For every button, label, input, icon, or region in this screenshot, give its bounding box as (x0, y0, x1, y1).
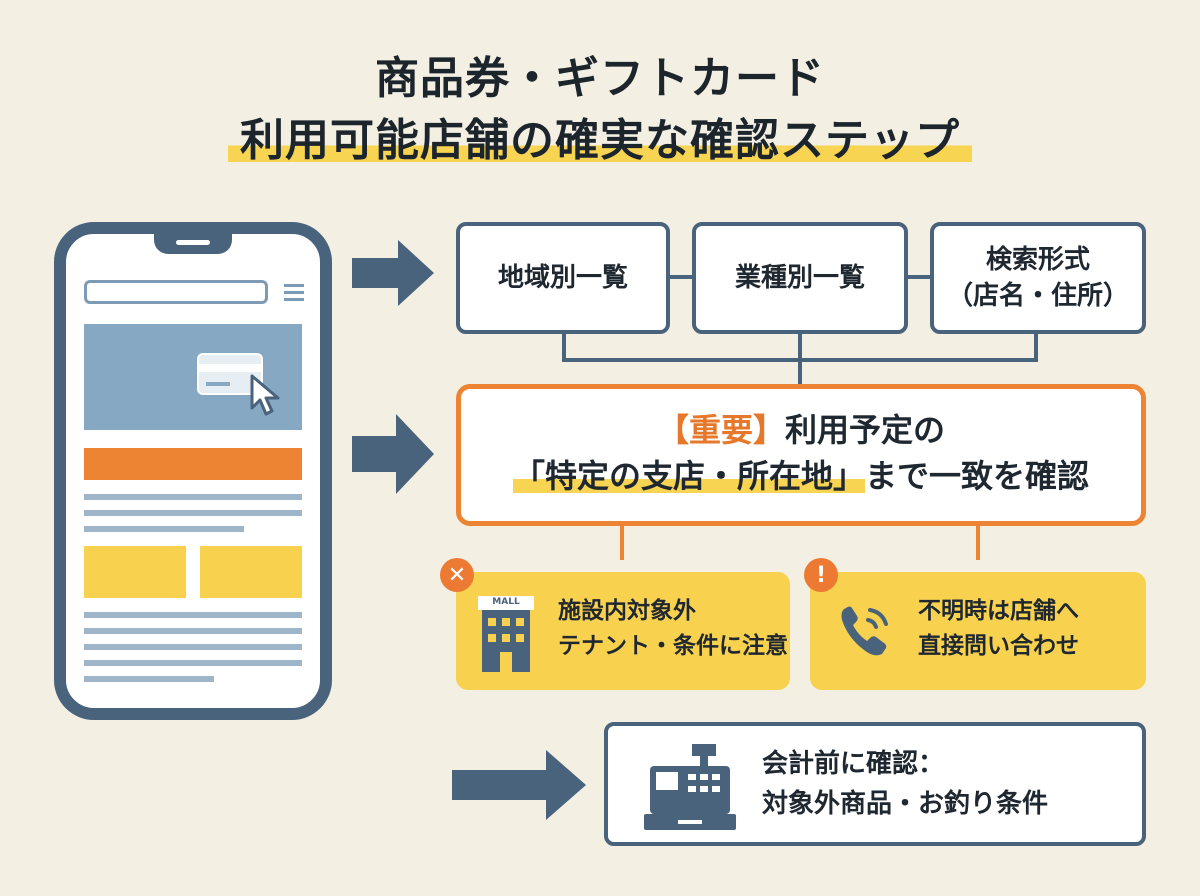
close-icon: ✕ (440, 558, 474, 592)
category-search-sub-label: （店名・住所） (946, 281, 1129, 311)
text-line (84, 526, 244, 532)
text-line (84, 510, 302, 516)
arrow-right-icon (352, 240, 434, 306)
search-bar-illustration (84, 280, 268, 304)
warning-facility-box: MALL 施設内対象外 テナント・条件に注意 (456, 572, 790, 690)
text-line (84, 628, 302, 634)
building-icon (478, 596, 534, 672)
page-title-line2: 利用可能店舗の確実な確認ステップ (0, 104, 1200, 168)
important-highlight: 「特定の支店・所在地」 (512, 457, 865, 496)
text-line (84, 494, 302, 500)
checkout-box: 会計前に確認： 対象外商品・お釣り条件 (604, 722, 1146, 846)
phone-call-icon (841, 606, 888, 656)
text-line (84, 612, 302, 618)
text-line (84, 644, 302, 650)
warning-facility-line1: 施設内対象外 (558, 598, 696, 624)
mall-sign: MALL (492, 597, 520, 607)
orange-bar-illustration (84, 448, 302, 480)
alert-icon: ! (804, 558, 838, 592)
card-illustration (84, 546, 186, 598)
connector-lines (562, 334, 1038, 560)
important-box: 【重要】利用予定の 「特定の支店・所在地」まで一致を確認 (456, 384, 1146, 526)
warning-unknown-line1: 不明時は店舗へ (918, 598, 1079, 624)
arrow-right-icon (452, 750, 586, 820)
cash-register-icon (644, 744, 736, 830)
phone-notch (154, 232, 232, 254)
smartphone-icon (54, 222, 332, 720)
warning-unknown-line2: 直接問い合わせ (918, 632, 1079, 659)
warning-unknown-box: 不明時は店舗へ 直接問い合わせ (810, 572, 1146, 690)
menu-icon (284, 284, 304, 301)
category-search-box: 検索形式 （店名・住所） (930, 222, 1146, 334)
category-search-label: 検索形式 (985, 244, 1090, 275)
page-title-highlight: 利用可能店舗の確実な確認ステップ (228, 115, 972, 166)
hero-banner-illustration (84, 324, 302, 430)
important-line1: 利用予定の (785, 411, 946, 449)
arrow-right-icon (352, 414, 434, 494)
text-line (84, 660, 302, 666)
checkout-line1: 会計前に確認： (762, 749, 945, 779)
category-industry-box: 業種別一覧 (692, 222, 908, 334)
credit-card-icon (197, 353, 263, 395)
category-region-label: 地域別一覧 (497, 262, 628, 293)
card-illustration (200, 546, 302, 598)
text-line (84, 676, 214, 682)
important-line2: まで一致を確認 (865, 457, 1090, 496)
cursor-icon (250, 374, 280, 416)
checkout-line2: 対象外商品・お釣り条件 (762, 789, 1049, 820)
box-link-lines (668, 275, 932, 279)
category-industry-label: 業種別一覧 (734, 262, 865, 293)
warning-facility-line2: テナント・条件に注意 (558, 632, 788, 659)
category-region-box: 地域別一覧 (456, 222, 670, 334)
important-tag: 【重要】 (656, 411, 785, 449)
page-title-line1: 商品券・ギフトカード (375, 53, 825, 104)
